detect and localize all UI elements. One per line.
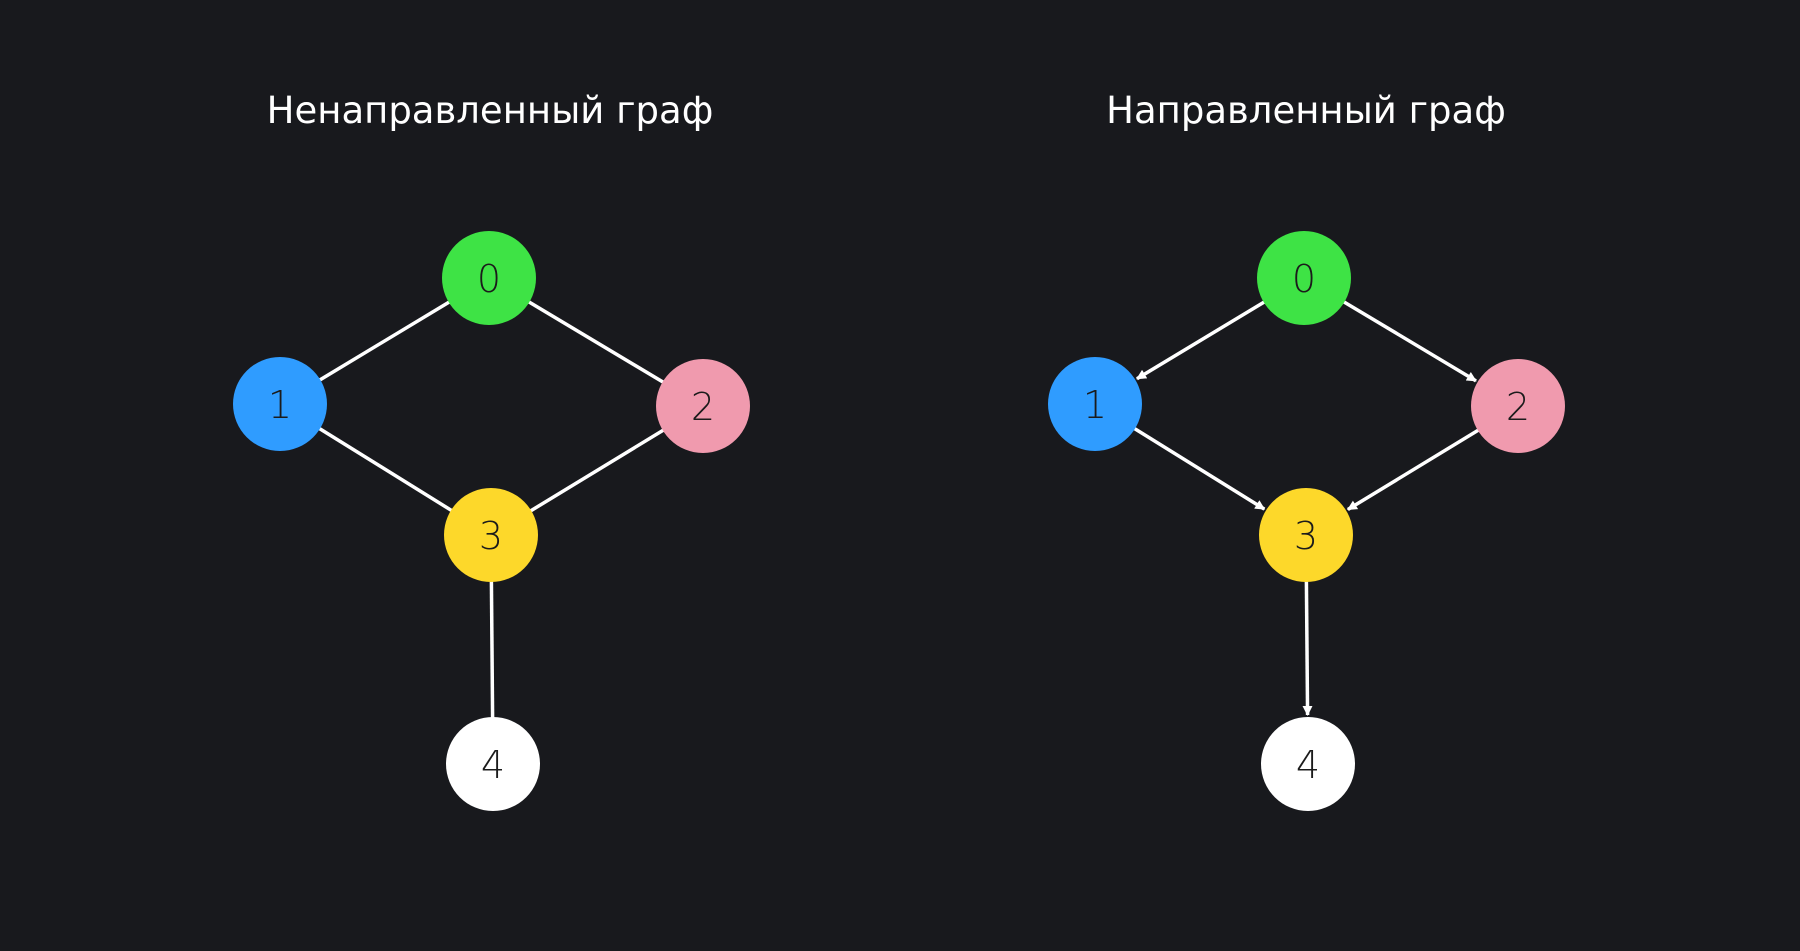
node-2-circle (1471, 359, 1565, 453)
node-1-label: 1 (1083, 383, 1107, 427)
arrow-edge-2-3 (1346, 427, 1482, 512)
node-3-label: 3 (479, 514, 503, 558)
node-1-circle (233, 357, 327, 451)
node-4-circle (1261, 717, 1355, 811)
edge-0-1 (316, 299, 453, 383)
node-0: 0 (442, 231, 536, 325)
node-3-circle (444, 488, 538, 582)
directed-graph-title: Направленный граф (1106, 89, 1506, 132)
node-2-circle (656, 359, 750, 453)
edge-0-2 (525, 299, 667, 385)
node-1-circle (1048, 357, 1142, 451)
node-1: 1 (1048, 357, 1142, 451)
node-0-label: 0 (1292, 257, 1316, 301)
node-2: 2 (1471, 359, 1565, 453)
arrow-edge-0-1 (1136, 299, 1268, 381)
node-1: 1 (233, 357, 327, 451)
node-4-circle (446, 717, 540, 811)
node-4-label: 4 (481, 743, 505, 787)
node-3: 3 (444, 488, 538, 582)
node-0-circle (1257, 231, 1351, 325)
arrow-edge-0-2 (1340, 299, 1477, 383)
arrow-edge-3-4 (1302, 578, 1313, 717)
node-3: 3 (1259, 488, 1353, 582)
undirected-graph: 0 1 2 3 4 (233, 231, 750, 811)
node-0-label: 0 (477, 257, 501, 301)
node-2-label: 2 (1506, 385, 1530, 429)
node-4-label: 4 (1296, 743, 1320, 787)
node-0: 0 (1257, 231, 1351, 325)
edge-1-3 (316, 425, 455, 514)
node-3-label: 3 (1294, 514, 1318, 558)
node-2-label: 2 (691, 385, 715, 429)
directed-graph: 0 1 2 3 4 (1048, 231, 1565, 811)
node-1-label: 1 (268, 383, 292, 427)
edge-3-4 (489, 578, 495, 721)
node-4: 4 (1261, 717, 1355, 811)
undirected-graph-title: Ненаправленный граф (266, 89, 714, 132)
node-3-circle (1259, 488, 1353, 582)
node-0-circle (442, 231, 536, 325)
arrow-edge-1-3 (1131, 425, 1266, 511)
node-4: 4 (446, 717, 540, 811)
edge-2-3 (527, 427, 667, 514)
node-2: 2 (656, 359, 750, 453)
